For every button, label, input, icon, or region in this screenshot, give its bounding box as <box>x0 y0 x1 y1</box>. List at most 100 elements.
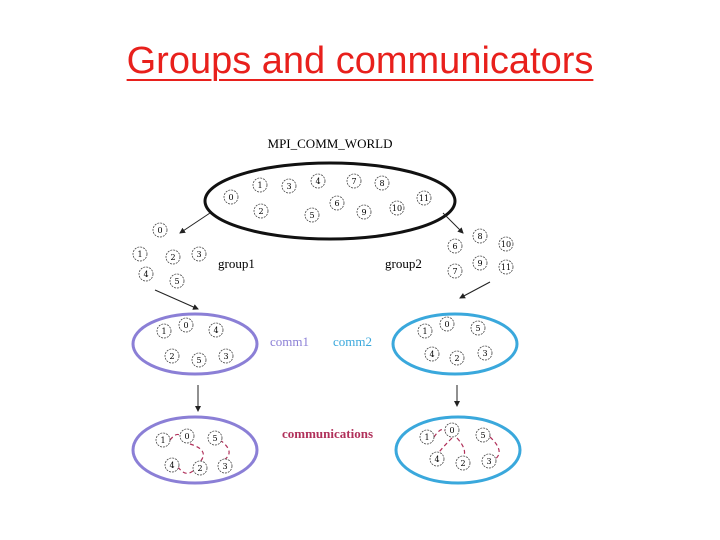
comm2-comm-node-label: 0 <box>449 426 454 435</box>
comm2-node-label: 0 <box>444 320 449 329</box>
comm1-node-label: 1 <box>161 327 166 336</box>
comm1-comm-node: 0 <box>179 428 195 444</box>
world-node-label: 0 <box>228 193 233 202</box>
world-node-label: 1 <box>257 181 262 190</box>
world-node-label: 6 <box>334 199 339 208</box>
group2-node: 8 <box>472 228 488 244</box>
comm1-comm-node: 5 <box>207 430 223 446</box>
slide-title: Groups and communicators <box>126 40 594 82</box>
comm2-node-label: 2 <box>454 354 459 363</box>
comm1-comm-node: 4 <box>164 457 180 473</box>
communication-arc <box>437 437 453 455</box>
world-nodes: 0 1 3 4 7 8 2 5 6 9 10 11 <box>223 173 432 223</box>
communication-arc <box>177 466 195 474</box>
comm1-comm-node-label: 0 <box>184 432 189 441</box>
group2-node: 9 <box>472 255 488 271</box>
world-node-label: 3 <box>286 182 291 191</box>
group2-node-label: 9 <box>477 259 482 268</box>
comm2-comm-node-label: 3 <box>486 457 491 466</box>
comm1-node: 2 <box>164 348 180 364</box>
world-node-label: 4 <box>315 177 320 186</box>
world-node: 6 <box>329 195 345 211</box>
world-label: MPI_COMM_WORLD <box>268 136 393 151</box>
comm1-node: 4 <box>208 322 224 338</box>
comm1-ellipse <box>131 312 259 376</box>
communication-arc <box>219 439 230 461</box>
group1-node: 4 <box>138 266 154 282</box>
comm2-node-label: 5 <box>475 324 480 333</box>
arrow-group1-to-comm1 <box>154 289 199 310</box>
group2-node-label: 8 <box>477 232 482 241</box>
comm1-comm-node-label: 3 <box>222 462 227 471</box>
comm2-comm-node: 4 <box>429 451 445 467</box>
comm2-node: 0 <box>439 316 455 332</box>
world-node: 10 <box>389 200 405 216</box>
world-node: 11 <box>416 190 432 206</box>
arrow-group2-to-comm2 <box>459 281 491 299</box>
group1-label: group1 <box>218 256 255 271</box>
arrow-world-to-group1 <box>179 212 211 234</box>
group1-nodes: 0 1 2 3 4 5 <box>132 222 207 289</box>
comm1-comm-node: 3 <box>217 458 233 474</box>
group2-node-label: 7 <box>452 267 457 276</box>
comm2-node: 5 <box>470 320 486 336</box>
comm1-node-label: 5 <box>196 356 201 365</box>
comm1-comm-node-label: 1 <box>160 436 165 445</box>
group2-node: 11 <box>498 259 514 275</box>
group2-node-label: 11 <box>501 263 511 272</box>
comm1-node: 3 <box>218 348 234 364</box>
world-node-label: 8 <box>379 179 384 188</box>
world-node: 4 <box>310 173 326 189</box>
group2-label: group2 <box>385 256 422 271</box>
comm2-comm-node: 0 <box>444 422 460 438</box>
group1-node: 1 <box>132 246 148 262</box>
comm1-node: 5 <box>191 352 207 368</box>
world-node-label: 7 <box>351 177 356 186</box>
group1-node-label: 4 <box>143 270 148 279</box>
comm1-communications-ellipse <box>131 415 259 485</box>
world-node: 9 <box>356 204 372 220</box>
world-node: 7 <box>346 173 362 189</box>
comm1-communications-nodes: 1 0 5 4 2 3 <box>155 428 233 476</box>
group2-node-label: 10 <box>501 240 511 249</box>
world-node: 8 <box>374 175 390 191</box>
comm2-comm-node: 3 <box>481 453 497 469</box>
comm1-node: 1 <box>156 323 172 339</box>
group1-node-label: 1 <box>137 250 142 259</box>
group1-node-label: 2 <box>170 253 175 262</box>
comm1-label: comm1 <box>270 334 309 349</box>
communication-arc <box>489 436 500 461</box>
world-node-label: 11 <box>419 194 429 203</box>
comm2-node-label: 3 <box>482 349 487 358</box>
group2-node-label: 6 <box>452 242 457 251</box>
world-node-label: 2 <box>258 207 263 216</box>
world-ellipse <box>203 161 457 241</box>
communication-arc <box>456 437 466 459</box>
group2-node: 10 <box>498 236 514 252</box>
world-node: 1 <box>252 177 268 193</box>
group1-node: 2 <box>165 249 181 265</box>
group1-node-label: 3 <box>196 250 201 259</box>
comm1-node: 0 <box>178 317 194 333</box>
comm2-comm-node-label: 5 <box>480 431 485 440</box>
comm2-comm-node-label: 1 <box>424 433 429 442</box>
comm2-node: 4 <box>424 346 440 362</box>
comm1-comm-node: 1 <box>155 432 171 448</box>
comm1-comm-node: 2 <box>192 460 208 476</box>
comm1-node-label: 4 <box>213 326 218 335</box>
group1-node: 5 <box>169 273 185 289</box>
communication-arc <box>433 428 447 438</box>
arrow-world-to-group2 <box>442 212 464 234</box>
group2-node: 6 <box>447 238 463 254</box>
world-node: 2 <box>253 203 269 219</box>
world-node-label: 5 <box>309 211 314 220</box>
group1-node: 0 <box>152 222 168 238</box>
communication-arc <box>189 443 204 463</box>
comm1-comm-node-label: 4 <box>169 461 174 470</box>
group2-node: 7 <box>447 263 463 279</box>
group2-nodes: 6 8 10 7 9 11 <box>447 228 514 279</box>
comm1-node-label: 0 <box>183 321 188 330</box>
